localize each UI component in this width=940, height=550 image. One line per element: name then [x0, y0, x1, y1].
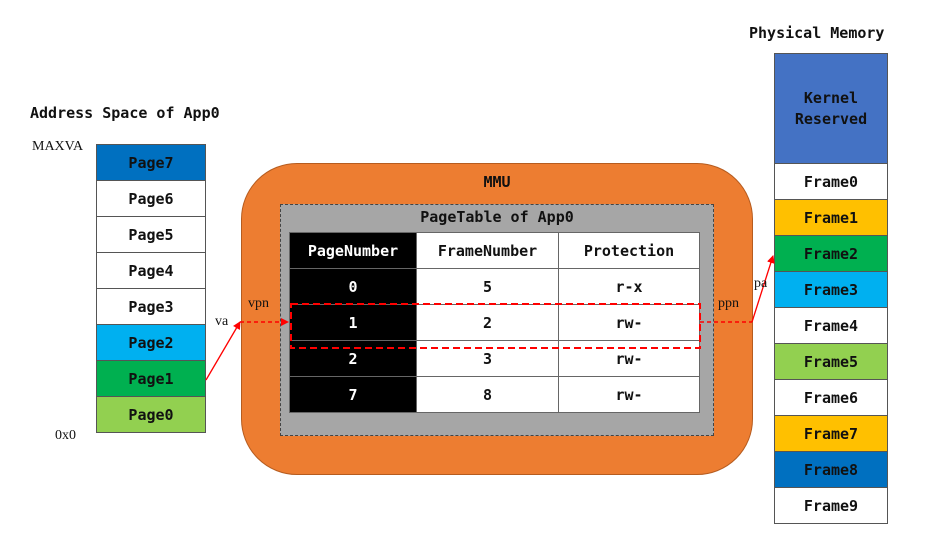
frame-number-cell: 8	[416, 376, 559, 413]
zero-address-label: 0x0	[55, 428, 76, 443]
va-label: va	[215, 314, 229, 329]
frame-cell-frame4: Frame4	[774, 307, 888, 344]
pa-arrow	[751, 255, 775, 323]
mmu-label: MMU	[483, 173, 511, 191]
protection-cell: rw-	[558, 376, 700, 413]
ppn-label: ppn	[718, 296, 739, 311]
kernel-label: Kernel	[803, 88, 859, 107]
frame-number-cell: 2	[416, 304, 559, 341]
page-table-header-protection: Protection	[558, 232, 700, 269]
pa-label: pa	[754, 276, 768, 291]
page-table-title: PageTable of App0	[420, 208, 574, 226]
reserved-label: Reserved	[794, 109, 868, 128]
page-number-cell: 0	[289, 268, 417, 305]
page-table-header-framenumber: FrameNumber	[416, 232, 559, 269]
frame-cell-frame9: Frame9	[774, 487, 888, 524]
page-table-header-pagenumber: PageNumber	[289, 232, 417, 269]
maxva-label: MAXVA	[32, 139, 84, 154]
address-space-title: Address Space of App0	[30, 104, 220, 122]
page-cell-page4: Page4	[96, 252, 206, 289]
page-number-cell: 7	[289, 376, 417, 413]
row-highlight	[290, 303, 701, 349]
page-cell-page3: Page3	[96, 288, 206, 325]
page-cell-page7: Page7	[96, 144, 206, 181]
frame-cell-frame2: Frame2	[774, 235, 888, 272]
protection-cell: r-x	[558, 268, 700, 305]
physical-memory-title: Physical Memory	[749, 24, 885, 42]
va-arrow	[205, 321, 241, 381]
vpn-label: vpn	[248, 296, 269, 311]
page-cell-page5: Page5	[96, 216, 206, 253]
protection-cell: rw-	[558, 304, 700, 341]
page-cell-page6: Page6	[96, 180, 206, 217]
page-number-cell: 2	[289, 340, 417, 377]
kernel-reserved-block: Kernel Reserved	[774, 53, 888, 164]
protection-cell: rw-	[558, 340, 700, 377]
frame-cell-frame7: Frame7	[774, 415, 888, 452]
frame-number-cell: 3	[416, 340, 559, 377]
frame-cell-frame1: Frame1	[774, 199, 888, 236]
page-cell-page0: Page0	[96, 396, 206, 433]
frame-cell-frame6: Frame6	[774, 379, 888, 416]
